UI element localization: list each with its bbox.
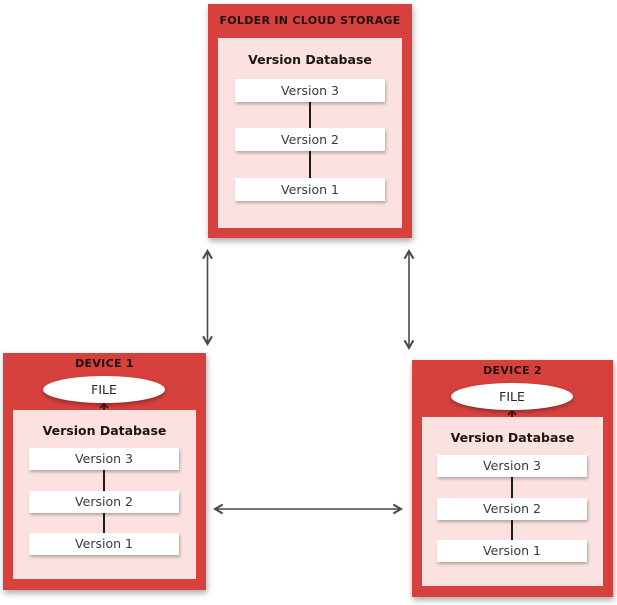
cloud-folder-title: FOLDER IN CLOUD STORAGE xyxy=(219,14,401,27)
device1-box: DEVICE 1 FILE Version Database Version 3… xyxy=(3,353,206,590)
device2-version-1: Version 1 xyxy=(437,540,587,562)
cloud-version-database: Version Database Version 3 Version 2 Ver… xyxy=(218,38,402,228)
device2-version-3: Version 3 xyxy=(437,455,587,477)
cloud-version-3: Version 3 xyxy=(235,79,385,102)
version-connector-line xyxy=(309,151,311,178)
cloud-folder-box: FOLDER IN CLOUD STORAGE Version Database… xyxy=(208,4,412,238)
device1-version-database-label: Version Database xyxy=(42,423,167,438)
device1-version-3: Version 3 xyxy=(29,448,179,470)
device2-version-database-label: Version Database xyxy=(450,430,575,445)
version-connector-line xyxy=(103,513,105,533)
version-connector-line xyxy=(511,520,513,540)
device1-file-ellipse: FILE xyxy=(43,376,165,403)
device2-box: DEVICE 2 FILE Version Database Version 3… xyxy=(412,360,613,597)
device2-file-ellipse: FILE xyxy=(451,383,573,410)
device1-version-1: Version 1 xyxy=(29,533,179,555)
version-connector-line xyxy=(511,477,513,498)
device2-version-database: Version Database Version 3 Version 2 Ver… xyxy=(422,417,603,586)
device1-version-2: Version 2 xyxy=(29,491,179,513)
device1-title: DEVICE 1 xyxy=(75,357,134,370)
cloud-version-database-label: Version Database xyxy=(248,52,372,67)
version-connector-line xyxy=(309,102,311,128)
version-connector-line xyxy=(103,470,105,491)
device1-version-database: Version Database Version 3 Version 2 Ver… xyxy=(13,410,196,579)
device2-title: DEVICE 2 xyxy=(483,364,542,377)
cloud-version-1: Version 1 xyxy=(235,178,385,201)
cloud-version-2: Version 2 xyxy=(235,128,385,151)
device2-version-2: Version 2 xyxy=(437,498,587,520)
